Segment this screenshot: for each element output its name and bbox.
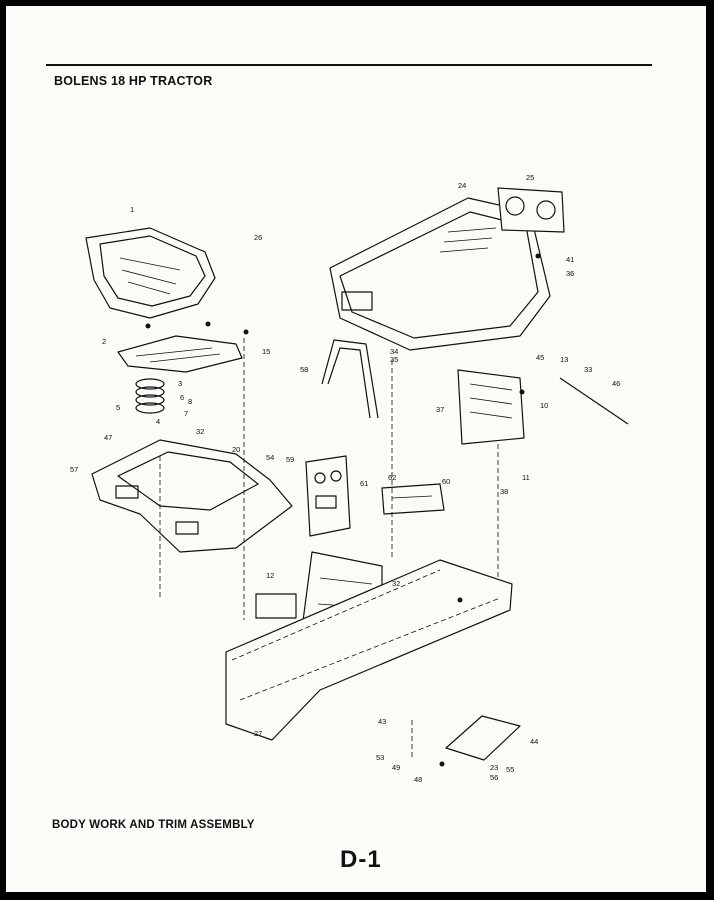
callout-62: 32 <box>392 579 400 588</box>
seat-spring <box>135 378 165 414</box>
diagram-caption: BODY WORK AND TRIM ASSEMBLY <box>52 819 255 831</box>
callout-8: 8 <box>188 397 192 406</box>
callout-19: 20 <box>232 445 240 454</box>
paper-sheet <box>6 6 706 892</box>
page-number: D-1 <box>340 846 382 873</box>
callout-53: 54 <box>266 453 274 462</box>
callout-56: 57 <box>70 465 78 474</box>
callout-10: 10 <box>540 401 548 410</box>
callout-23: 24 <box>458 181 466 190</box>
callout-13: 13 <box>560 355 568 364</box>
callout-6: 6 <box>180 393 184 402</box>
callout-25: 26 <box>254 233 262 242</box>
seat <box>85 227 216 319</box>
callout-labels: 1 2 3 4 5 6 7 8 10 11 12 13 15 20 23 24 … <box>70 173 620 784</box>
callout-54: 55 <box>506 765 514 774</box>
callout-7: 7 <box>184 409 188 418</box>
instrument-panel <box>305 455 351 537</box>
leader-lines <box>159 338 499 760</box>
hood <box>329 197 551 351</box>
control-panel <box>381 483 445 515</box>
callout-59: 60 <box>442 477 450 486</box>
callout-12: 12 <box>266 571 274 580</box>
callout-11: 11 <box>522 473 530 482</box>
fender-deck <box>91 439 293 553</box>
seat-pan <box>117 335 243 373</box>
callout-49: 53 <box>376 753 384 762</box>
callout-35: 36 <box>566 269 574 278</box>
callout-33: 34 <box>390 347 398 356</box>
footrest <box>445 715 521 761</box>
header-rule <box>46 64 652 66</box>
callout-15: 15 <box>262 347 270 356</box>
page-title: BOLENS 18 HP TRACTOR <box>54 74 213 88</box>
callout-27: 33 <box>584 365 592 374</box>
callout-41: 43 <box>378 717 386 726</box>
callout-5: 5 <box>116 403 120 412</box>
callout-60: 61 <box>360 479 368 488</box>
hood-bracket <box>321 339 379 419</box>
callout-58: 59 <box>286 455 294 464</box>
callout-20: 23 <box>490 763 498 772</box>
side-panel <box>457 369 525 445</box>
callout-3: 3 <box>178 379 182 388</box>
callout-43: 44 <box>530 737 538 746</box>
grille <box>497 187 565 233</box>
callout-24: 25 <box>526 173 534 182</box>
callout-45: 46 <box>612 379 620 388</box>
callout-46: 47 <box>104 433 112 442</box>
callout-48: 49 <box>392 763 400 772</box>
callout-34: 35 <box>390 355 398 364</box>
callout-32: 32 <box>196 427 204 436</box>
hood-rod <box>559 377 629 425</box>
callout-36: 37 <box>436 405 444 414</box>
callout-38: 41 <box>566 255 574 264</box>
callout-61: 62 <box>388 473 396 482</box>
callout-55: 56 <box>490 773 498 782</box>
callout-4: 4 <box>156 417 160 426</box>
hardware <box>145 253 541 767</box>
callout-44: 45 <box>536 353 544 362</box>
floor-plate <box>255 593 297 619</box>
callout-37: 38 <box>500 487 508 496</box>
callout-1: 1 <box>130 205 134 214</box>
callout-26: 27 <box>254 729 262 738</box>
callout-47: 48 <box>414 775 422 784</box>
callout-57: 58 <box>300 365 308 374</box>
callout-2: 2 <box>102 337 106 346</box>
tractor-frame <box>225 559 513 741</box>
